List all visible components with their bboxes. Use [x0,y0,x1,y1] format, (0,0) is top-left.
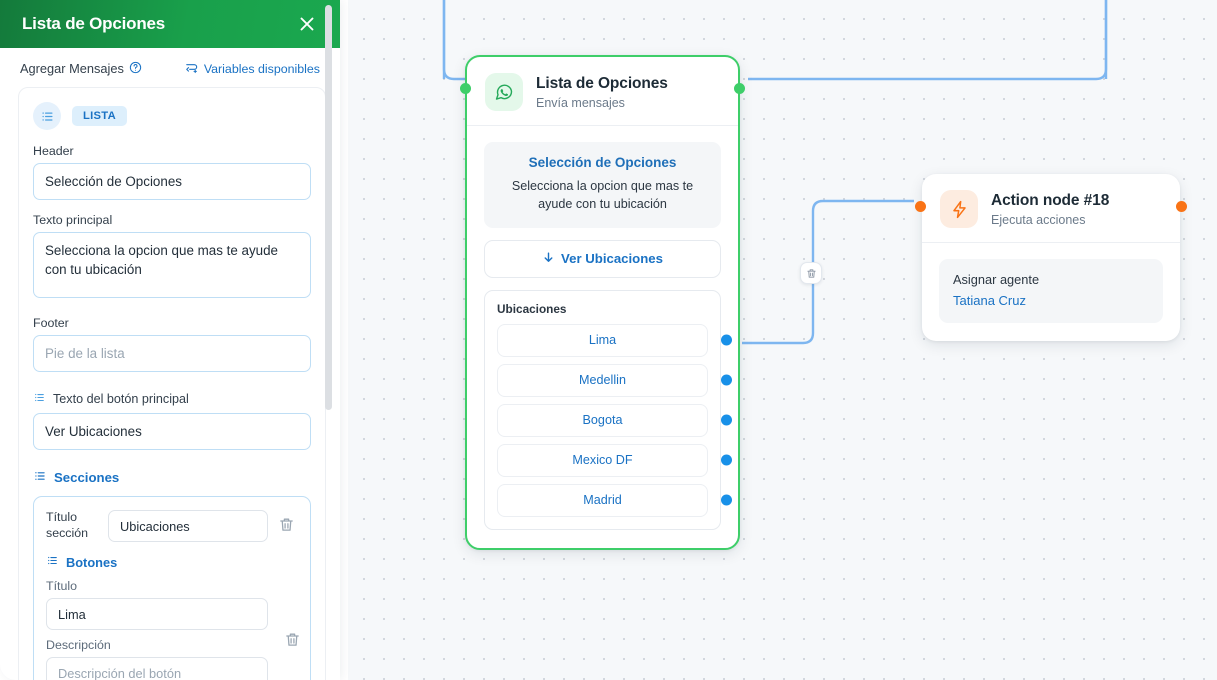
edge-delete-button[interactable] [800,262,822,284]
type-badge: LISTA [72,106,127,126]
option-label: Medellin [497,363,708,397]
trash-icon[interactable] [278,516,298,536]
preview-header: Selección de Opciones [528,155,677,170]
message-preview-bubble: Selección de Opciones Selecciona la opci… [484,142,721,228]
node-output-port[interactable] [1176,201,1187,212]
section-editor: Título sección [33,496,311,680]
action-value: Tatiana Cruz [953,293,1026,308]
help-circle-icon[interactable] [129,61,142,77]
panel-scroll-area: Agregar Mensajes Variables disponibles [0,48,340,680]
panel-title: Lista de Opciones [22,14,166,33]
preview-body: Selecciona la opcion que mas te ayude co… [511,179,694,212]
texto-principal-textarea[interactable] [33,232,311,298]
preview-cta-label: Ver Ubicaciones [561,251,663,266]
header-field-label: Header [33,144,74,158]
divider [922,242,1180,243]
option-label: Madrid [497,483,708,517]
preview-cta-button[interactable]: Ver Ubicaciones [484,239,721,278]
option-output-port[interactable] [721,454,732,466]
secciones-header: Secciones [33,469,311,486]
footer-input[interactable] [33,335,311,372]
scrollbar-track[interactable] [325,0,336,632]
node-body: Selección de Opciones Selecciona la opci… [467,126,738,548]
option-row[interactable]: Lima [497,323,732,357]
card-type-row: LISTA [33,102,311,130]
message-card: LISTA Header Texto principal Footer [18,87,326,680]
divider [467,125,738,126]
option-output-port[interactable] [721,374,732,386]
button-desc-label: Descripción [46,638,111,652]
add-messages-label: Agregar Mensajes [20,61,142,77]
list-icon [33,469,47,486]
option-row[interactable]: Medellin [497,363,732,397]
node-title: Lista de Opciones [536,75,668,93]
variables-disponibles-button[interactable]: Variables disponibles [185,60,320,77]
option-output-port[interactable] [721,334,732,346]
botones-header: Botones [46,554,298,570]
option-output-port[interactable] [721,494,732,506]
panel-toolbar: Agregar Mensajes Variables disponibles [18,48,326,87]
node-header: Lista de Opciones Envía mensajes [467,57,738,125]
option-output-port[interactable] [721,414,732,426]
button-editor: Título Descripción [46,579,299,680]
header-input[interactable] [33,163,311,200]
options-panel: Lista de Opciones Agregar Mensajes Varia… [0,0,340,680]
option-label: Bogota [497,403,708,437]
section-title-input[interactable] [108,510,268,542]
action-label: Asignar agente [953,272,1040,287]
footer-field-label: Footer [33,316,69,330]
node-subtitle: Ejecuta acciones [991,212,1086,227]
lightning-icon [940,190,978,228]
node-output-port[interactable] [734,83,745,94]
node-action-18[interactable]: Action node #18 Ejecuta acciones Asignar… [915,174,1187,341]
tag-plus-icon [185,60,199,77]
node-subtitle: Envía mensajes [536,95,625,110]
option-row[interactable]: Mexico DF [497,443,732,477]
list-icon [33,391,46,407]
list-icon [33,102,61,130]
flow-canvas[interactable]: Lista de Opciones Envía mensajes Selecci… [348,0,1217,680]
section-title-row: Título sección [46,510,298,542]
option-label: Mexico DF [497,443,708,477]
panel-header: Lista de Opciones [0,0,340,48]
button-title-input[interactable] [46,598,268,630]
node-header: Action node #18 Ejecuta acciones [922,174,1180,242]
close-icon[interactable] [296,13,318,35]
button-title-label: Título [46,579,77,593]
preview-section-title: Ubicaciones [497,301,567,316]
node-body: Asignar agente Tatiana Cruz [922,243,1180,341]
node-title: Action node #18 [991,192,1110,210]
action-detail-card: Asignar agente Tatiana Cruz [939,259,1163,323]
preview-section: Ubicaciones Lima Medellin Bogota Mex [484,289,732,530]
button-desc-input[interactable] [46,657,268,680]
list-icon [46,554,59,570]
whatsapp-icon [485,73,523,111]
node-input-port[interactable] [915,201,926,212]
arrow-down-icon [542,251,555,267]
trash-icon[interactable] [284,631,304,651]
option-row[interactable]: Madrid [497,483,732,517]
main-button-text-input[interactable] [33,413,311,450]
option-row[interactable]: Bogota [497,403,732,437]
scrollbar-thumb[interactable] [325,5,332,410]
option-label: Lima [497,323,708,357]
texto-principal-label: Texto principal [33,213,113,227]
node-input-port[interactable] [460,83,471,94]
main-button-label-row: Texto del botón principal [33,391,311,407]
node-list-de-opciones[interactable]: Lista de Opciones Envía mensajes Selecci… [460,55,745,550]
section-title-label: Título sección [46,510,89,540]
